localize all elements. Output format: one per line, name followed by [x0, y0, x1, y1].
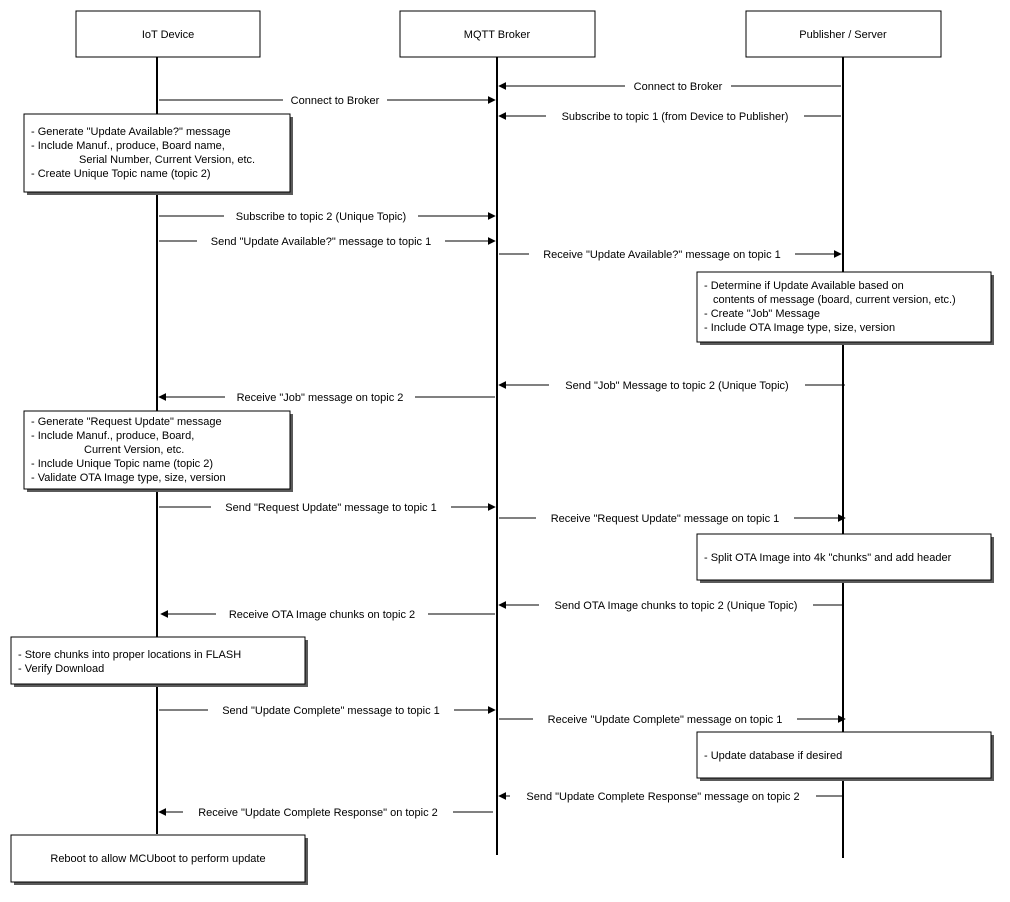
message-label: Connect to Broker	[634, 81, 723, 93]
note-line: - Store chunks into proper locations in …	[18, 649, 241, 661]
message-server-connect: Connect to Broker	[498, 78, 841, 94]
note-line: - Verify Download	[18, 663, 104, 675]
message-label: Receive "Request Update" message on topi…	[551, 513, 780, 525]
message-label: Send "Job" Message to topic 2 (Unique To…	[565, 380, 788, 392]
note-reboot: Reboot to allow MCUboot to perform updat…	[10, 834, 308, 885]
message-send-ota-chunks: Send OTA Image chunks to topic 2 (Unique…	[498, 597, 843, 613]
note-line: - Include Unique Topic name (topic 2)	[31, 458, 213, 470]
actor-label: IoT Device	[142, 29, 194, 41]
note-line: - Include Manuf., produce, Board,	[31, 430, 194, 442]
message-send-update-complete: Send "Update Complete" message to topic …	[159, 702, 496, 718]
message-receive-ota-chunks: Receive OTA Image chunks on topic 2	[160, 606, 495, 622]
message-receive-update-complete-response: Receive "Update Complete Response" on to…	[158, 804, 493, 820]
message-label: Send OTA Image chunks to topic 2 (Unique…	[555, 600, 798, 612]
note-line: - Split OTA Image into 4k "chunks" and a…	[704, 552, 952, 564]
note-split-ota-image: - Split OTA Image into 4k "chunks" and a…	[696, 533, 994, 583]
message-label: Receive OTA Image chunks on topic 2	[229, 609, 415, 621]
actor-publisher-server: Publisher / Server	[745, 10, 942, 58]
message-send-update-complete-response: Send "Update Complete Response" message …	[498, 788, 843, 804]
note-line: - Include Manuf., produce, Board name,	[31, 140, 225, 152]
note-line: - Create Unique Topic name (topic 2)	[31, 168, 211, 180]
note-generate-update-available: - Generate "Update Available?" message -…	[23, 113, 293, 195]
message-label: Send "Update Complete Response" message …	[526, 791, 799, 803]
actor-mqtt-broker: MQTT Broker	[399, 10, 596, 58]
message-device-subscribe-topic2: Subscribe to topic 2 (Unique Topic)	[159, 208, 496, 224]
message-send-update-available: Send "Update Available?" message to topi…	[159, 233, 496, 249]
note-line: - Include OTA Image type, size, version	[704, 322, 895, 334]
note-line: Reboot to allow MCUboot to perform updat…	[50, 853, 265, 865]
message-label: Receive "Job" message on topic 2	[237, 392, 404, 404]
message-receive-update-available: Receive "Update Available?" message on t…	[499, 246, 842, 262]
note-line: Current Version, etc.	[84, 444, 184, 456]
message-label: Subscribe to topic 2 (Unique Topic)	[236, 211, 406, 223]
message-server-subscribe-topic1: Subscribe to topic 1 (from Device to Pub…	[498, 108, 841, 124]
note-line: Serial Number, Current Version, etc.	[79, 154, 255, 166]
message-receive-job: Receive "Job" message on topic 2	[158, 389, 495, 405]
note-line: - Create "Job" Message	[704, 308, 820, 320]
actor-label: MQTT Broker	[464, 29, 531, 41]
note-line: - Generate "Request Update" message	[31, 416, 222, 428]
message-send-job: Send "Job" Message to topic 2 (Unique To…	[498, 377, 845, 393]
note-update-database: - Update database if desired	[696, 731, 994, 781]
note-line: contents of message (board, current vers…	[713, 294, 956, 306]
message-label: Send "Update Available?" message to topi…	[211, 236, 431, 248]
message-receive-update-complete: Receive "Update Complete" message on top…	[499, 711, 846, 727]
note-line: - Validate OTA Image type, size, version	[31, 472, 226, 484]
note-line: - Generate "Update Available?" message	[31, 126, 231, 138]
message-label: Connect to Broker	[291, 95, 380, 107]
message-label: Receive "Update Complete" message on top…	[548, 714, 783, 726]
message-device-connect: Connect to Broker	[159, 92, 496, 108]
note-generate-request-update: - Generate "Request Update" message - In…	[23, 410, 293, 492]
message-label: Send "Update Complete" message to topic …	[222, 705, 440, 717]
message-label: Receive "Update Complete Response" on to…	[198, 807, 438, 819]
note-line: - Determine if Update Available based on	[704, 280, 904, 292]
actor-iot-device: IoT Device	[75, 10, 261, 58]
message-send-request-update: Send "Request Update" message to topic 1	[159, 499, 496, 515]
actor-label: Publisher / Server	[799, 29, 887, 41]
note-store-chunks: - Store chunks into proper locations in …	[10, 636, 308, 687]
message-label: Receive "Update Available?" message on t…	[543, 249, 781, 261]
message-label: Send "Request Update" message to topic 1	[225, 502, 436, 514]
message-receive-request-update: Receive "Request Update" message on topi…	[499, 510, 846, 526]
message-label: Subscribe to topic 1 (from Device to Pub…	[562, 111, 789, 123]
note-line: - Update database if desired	[704, 750, 842, 762]
note-determine-update: - Determine if Update Available based on…	[696, 271, 994, 345]
